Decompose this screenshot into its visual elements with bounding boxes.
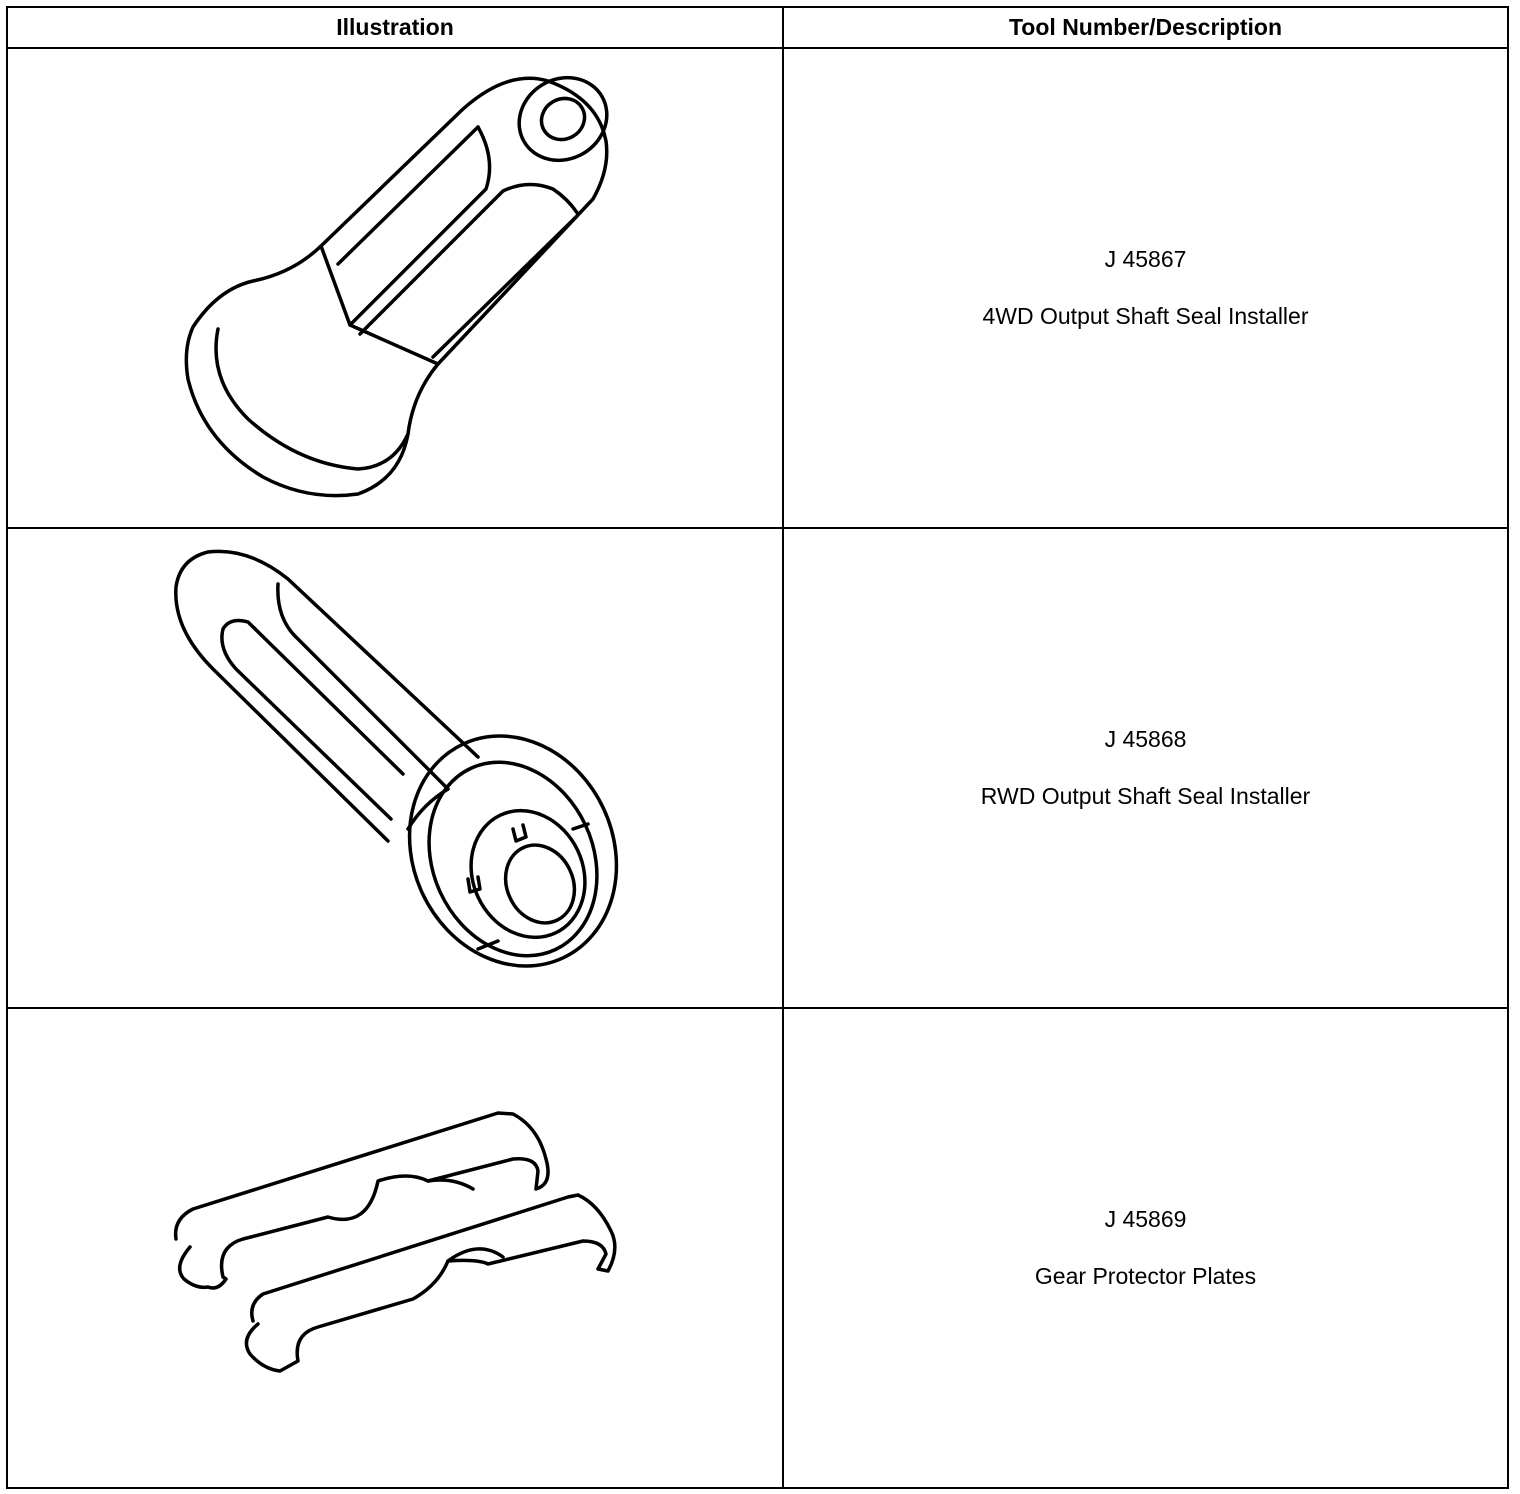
table-row: J 45869 Gear Protector Plates	[6, 1007, 1509, 1489]
tool-number: J 45867	[1104, 246, 1187, 272]
table-row: J 45868 RWD Output Shaft Seal Installer	[6, 527, 1509, 1009]
tool-description: RWD Output Shaft Seal Installer	[980, 783, 1311, 809]
seal-installer-rwd-drawing	[174, 549, 619, 968]
seal-installer-4wd-drawing	[184, 75, 609, 498]
table-header-row: Illustration Tool Number/Description	[6, 6, 1509, 49]
tool-table: Illustration Tool Number/Description	[6, 6, 1509, 1489]
tool-number: J 45868	[1104, 726, 1187, 752]
description-cell: J 45869 Gear Protector Plates	[782, 1007, 1509, 1489]
description-cell: J 45868 RWD Output Shaft Seal Installer	[782, 527, 1509, 1009]
tool-description: 4WD Output Shaft Seal Installer	[982, 303, 1309, 329]
tool-number: J 45869	[1104, 1206, 1187, 1232]
table-row: J 45867 4WD Output Shaft Seal Installer	[6, 47, 1509, 529]
description-cell: J 45867 4WD Output Shaft Seal Installer	[782, 47, 1509, 529]
header-tool-description: Tool Number/Description	[782, 6, 1509, 49]
header-illustration: Illustration	[6, 6, 784, 49]
illustration-cell	[6, 1007, 784, 1489]
illustration-cell	[6, 527, 784, 1009]
illustration-cell	[6, 47, 784, 529]
gear-protector-plates-drawing	[173, 1111, 617, 1373]
tool-description: Gear Protector Plates	[1034, 1263, 1257, 1289]
